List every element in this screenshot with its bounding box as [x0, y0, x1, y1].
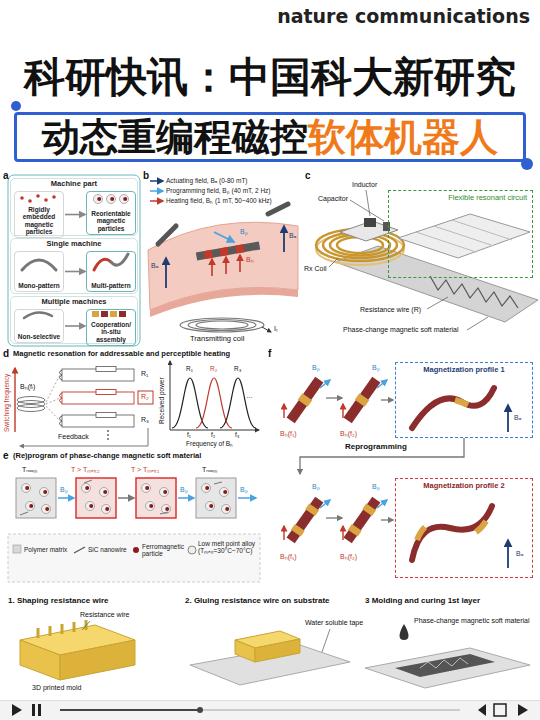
process-box: Reorientable magnetic particles [86, 191, 136, 235]
panel-letter: b [143, 170, 149, 182]
annotation-label: R₁ [186, 365, 193, 372]
annotation-label: Bₕ(f₂) [340, 553, 357, 561]
box-text: Mono-pattern [17, 282, 61, 289]
process-box: Mono-pattern [14, 251, 64, 292]
group-heading: Multiple machines [11, 298, 137, 306]
box-text: Rigidly embedded magnetic particles [17, 206, 61, 235]
annotation-label: f₂ [211, 431, 215, 438]
annotation-label: Bₚ [240, 486, 248, 494]
annotation-label: Bₕ(fᵢ) [20, 383, 35, 391]
annotation-label: T > Tₘₑₗₜ₂ [71, 466, 100, 474]
annotation-label: Phase-change magnetic soft material [414, 617, 530, 625]
title-text: 动态重编程磁控 [42, 112, 308, 163]
dashed-region: Magnetization profile 2 [395, 478, 533, 578]
annotation-label: R₃ [141, 416, 149, 424]
dashed-region: Magnetization profile 1 [395, 362, 533, 438]
legend-text: Polymer matrix [24, 546, 67, 553]
annotation-label: Bₕ(f₁) [280, 430, 297, 438]
panel-letter: d [3, 348, 9, 360]
legend-text: Ferromagnetic particle [142, 543, 188, 558]
annotation-label: T > Tₘₑₗₜ₁ [131, 466, 159, 474]
annotation-label: Bₚ [312, 364, 320, 372]
title-highlight: 软体机器人 [308, 112, 498, 163]
process-box: Cooperation/ in-situ assembly [86, 309, 136, 346]
annotation-label: Capacitor [318, 195, 348, 203]
annotation-label: Bₚ [312, 483, 320, 491]
axis-label: Switching frequency [3, 374, 10, 432]
flow-arrow [65, 271, 85, 273]
panel-letter: f [268, 348, 271, 360]
annotation-label: Resistance wire [80, 611, 129, 619]
process-box: Non-selective [14, 309, 64, 343]
box-text: Magnetization profile 1 [399, 366, 529, 374]
annotation-label: Magnetic resonation for addressable and … [13, 350, 230, 359]
annotation-label: (Re)program of phase-change magnetic sof… [13, 452, 201, 461]
annotation-label: Bₕ(f₂) [340, 430, 357, 438]
panel-letter: nature communications [277, 6, 530, 28]
annotation-label: Reprogramming [345, 442, 407, 451]
annotation-label: Bₐ [289, 232, 296, 240]
annotation-label: R₃ [234, 365, 241, 372]
process-box: Multi-pattern [86, 251, 136, 292]
annotation-label: Transmitting coil [190, 335, 244, 344]
legend-text: Low melt point alloy (Tₘₑₗₜ=30°C~70°C) [198, 540, 258, 555]
group-heading: Machine part [11, 180, 137, 188]
annotation-label: Water soluble tape [305, 619, 363, 627]
annotation-label: … [246, 392, 253, 400]
axis-label: Received power [158, 377, 165, 424]
annotation-label: Iₜ [274, 325, 278, 333]
panel-letter: c [305, 170, 311, 182]
annotation-label: Feedback [58, 433, 89, 441]
box-text: Multi-pattern [89, 282, 133, 289]
flow-arrow [65, 325, 85, 327]
annotation-label: Bₐ [151, 262, 158, 270]
annotation-label: Bₐ [516, 550, 523, 558]
annotation-label: R₂ [141, 393, 149, 401]
annotation-label: R₁ [141, 370, 148, 378]
annotation-label: Bₚ [180, 486, 188, 494]
annotation-label: R₂ [210, 365, 217, 372]
annotation-label: 3 Molding and curing 1st layer [365, 596, 480, 605]
group-box: Single machineMono-pattern Multi-pattern [10, 238, 138, 294]
annotation-label: Phase-change magnetic soft material [343, 326, 459, 334]
legend-text: Actuating field, Bₐ (0-80 mT) [166, 177, 248, 184]
annotation-label: Bₐ [514, 414, 521, 422]
annotation-label: Inductor [352, 181, 377, 189]
dashed-region: Flexible resonant circuit [388, 190, 533, 278]
annotation-label: Bₚ [372, 483, 380, 491]
box-text: Non-selective [17, 333, 61, 340]
annotation-label: Bₚ [60, 486, 68, 494]
annotation-label: f₃ [235, 431, 239, 438]
flow-arrow [65, 214, 85, 216]
legend-text: SiC nanowire [88, 546, 127, 553]
group-heading: Single machine [11, 240, 137, 248]
group-box: Multiple machinesNon-selective Cooperatio… [10, 296, 138, 344]
annotation-label: Bₕ [246, 256, 254, 264]
panel-letter: e [3, 450, 9, 462]
annotation-label: f₁ [187, 431, 191, 438]
title-text: 科研快讯：中国科大新研究 [24, 54, 516, 101]
annotation-label: Frequency of Bₕ [186, 440, 233, 447]
box-text: Reorientable magnetic particles [89, 210, 133, 232]
annotation-label: 1. Shaping resistance wire [8, 596, 108, 605]
annotation-label: 3D printed mold [32, 684, 81, 692]
box-text: Magnetization profile 2 [399, 482, 529, 490]
panel-letter: a [3, 170, 9, 182]
annotation-label: Bₚ [240, 228, 248, 236]
annotation-label: 2. Gluing resistance wire on substrate [185, 596, 330, 605]
title-band: 动态重编程磁控软体机器人 [14, 112, 526, 162]
box-text: Flexible resonant circuit [394, 194, 527, 202]
annotation-label: Resistance wire (R) [360, 306, 421, 314]
annotation-label: Bₚ [372, 364, 380, 372]
legend-text: Heating field, Bₕ (1 mT, 50~400 kHz) [166, 197, 272, 204]
group-box: Machine partRigidly embedded magnetic pa… [10, 178, 138, 236]
annotation-label: Bₕ(f₁) [280, 553, 297, 561]
legend-text: Programming field, Bₚ (40 mT, 2 Hz) [166, 187, 271, 194]
process-box: Rigidly embedded magnetic particles [14, 191, 64, 238]
annotation-label: Rx Coil [304, 265, 327, 273]
annotation-label: Tᵣₒₒₘ [202, 466, 217, 474]
box-text: Cooperation/ in-situ assembly [89, 321, 133, 343]
annotation-label: Tᵣₒₒₘ [22, 466, 37, 474]
